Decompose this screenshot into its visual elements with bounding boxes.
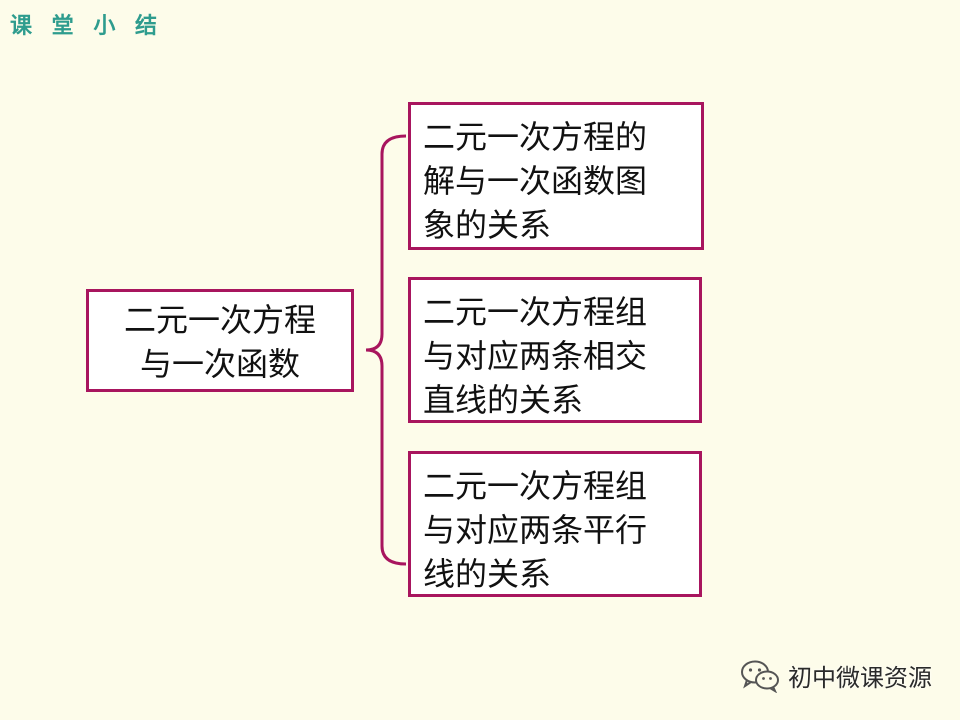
slide-title: 课 堂 小 结 (10, 13, 163, 39)
bracket-connector (365, 134, 407, 566)
watermark-text: 初中微课资源 (788, 664, 932, 692)
branch-node-1: 二元一次方程的 解与一次函数图 象的关系 (408, 102, 704, 250)
watermark: 初中微课资源 (740, 658, 932, 693)
branch-node-3: 二元一次方程组 与对应两条平行 线的关系 (408, 451, 702, 597)
wechat-icon (741, 660, 779, 693)
root-node: 二元一次方程 与一次函数 (86, 289, 354, 392)
branch-node-2: 二元一次方程组 与对应两条相交 直线的关系 (408, 277, 702, 423)
